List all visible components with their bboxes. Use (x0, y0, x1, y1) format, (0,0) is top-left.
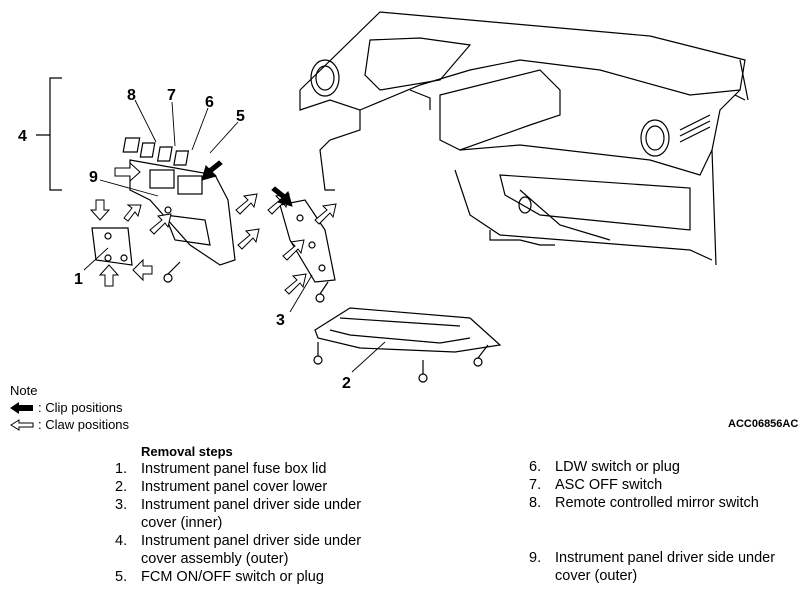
callout-4: 4 (18, 128, 27, 145)
step-text: Instrument panel driver side under cover… (141, 533, 362, 567)
legend: Note : Clip positions : Claw positions (10, 382, 129, 433)
callout-3: 3 (276, 312, 285, 329)
legend-clip-label: : Clip positions (38, 400, 123, 415)
step-number: 7. (529, 477, 542, 493)
step-text: FCM ON/OFF switch or plug (141, 569, 324, 585)
step-item: 6. LDW switch or plug (529, 458, 807, 476)
cover-inner (279, 199, 336, 283)
step-item: 2. Instrument panel cover lower (115, 478, 396, 496)
callout-6: 6 (205, 94, 214, 111)
removal-steps-left: 1. Instrument panel fuse box lid 2. Instru… (115, 460, 396, 586)
fuse-box-lid (91, 227, 133, 266)
step-number: 5. (115, 569, 128, 585)
step-item: 8. Remote controlled mirror switch (529, 494, 807, 512)
claw-arrow-icon (10, 418, 34, 431)
callout-2: 2 (342, 375, 351, 392)
figure-code: ACC06856AC (728, 418, 799, 430)
removal-steps-right-9: 9. Instrument panel driver side under cov… (529, 549, 807, 585)
callout-7: 7 (167, 87, 176, 104)
clip-arrow-icon (10, 401, 33, 414)
step-text: Instrument panel fuse box lid (141, 461, 327, 477)
step-text: Instrument panel cover lower (141, 479, 328, 495)
callout-4-bracket (36, 77, 62, 191)
step-item: 4. Instrument panel driver side under cov… (115, 532, 396, 568)
step-item: 5. FCM ON/OFF switch or plug (115, 568, 396, 586)
legend-clip: : Clip positions (10, 399, 129, 416)
step-number: 3. (115, 497, 128, 513)
step-item: 9. Instrument panel driver side under cov… (529, 549, 807, 585)
switch-group (122, 137, 190, 166)
removal-steps-title: Removal steps (141, 444, 233, 459)
step-text: Instrument panel driver side under cover… (141, 497, 362, 531)
callout-8: 8 (127, 87, 136, 104)
callout-9: 9 (89, 169, 98, 186)
step-number: 8. (529, 495, 542, 511)
legend-claw-label: : Claw positions (38, 417, 130, 432)
cover-outer (129, 159, 236, 266)
step-number: 9. (529, 550, 542, 566)
clip-arrows (201, 160, 293, 207)
step-number: 1. (115, 461, 128, 477)
step-text: ASC OFF switch (555, 477, 663, 493)
leader-lines (83, 99, 386, 373)
step-number: 2. (115, 479, 128, 495)
callout-5: 5 (236, 108, 245, 125)
step-item: 3. Instrument panel driver side under cov… (115, 496, 396, 532)
step-item: 7. ASC OFF switch (529, 476, 807, 494)
step-text: LDW switch or plug (555, 459, 680, 475)
callout-1: 1 (74, 271, 83, 288)
step-text: Remote controlled mirror switch (555, 495, 759, 511)
step-item: 1. Instrument panel fuse box lid (115, 460, 396, 478)
legend-title: Note (10, 383, 38, 398)
legend-claw: : Claw positions (10, 416, 129, 433)
step-text: Instrument panel driver side under cover… (555, 550, 776, 584)
exploded-view-diagram: 1 2 3 4 5 6 7 8 9 (18, 11, 749, 392)
removal-steps-right: 6. LDW switch or plug 7. ASC OFF switch 8.… (529, 458, 807, 512)
step-number: 4. (115, 533, 128, 549)
cover-lower (314, 307, 502, 353)
screws (163, 261, 489, 383)
step-number: 6. (529, 459, 542, 475)
dashboard (299, 11, 749, 266)
